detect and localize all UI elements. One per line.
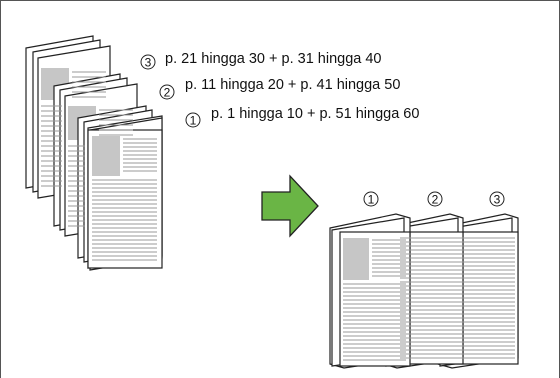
right-arrow-icon: [261, 174, 319, 238]
right-marker-3: 3: [489, 191, 505, 207]
output-text-lines: [343, 237, 515, 361]
label-2-text: p. 11 hingga 20 + p. 41 hingga 50: [185, 77, 400, 93]
marker-3: 3: [145, 56, 152, 70]
label-1-text: p. 1 hingga 10 + p. 51 hingga 60: [211, 106, 419, 122]
output-marker-2: 2: [432, 193, 439, 207]
booklet-1-text-lines: [41, 71, 157, 261]
output-marker-1: 1: [368, 193, 375, 207]
booklet-stack-input: [25, 35, 163, 271]
booklet-outputs: [329, 213, 519, 369]
left-label-2: 2 p. 11 hingga 20 + p. 41 hingga 50: [159, 77, 400, 100]
right-marker-1: 1: [363, 191, 379, 207]
booklet-1-output: [329, 213, 411, 369]
left-label-1: 1 p. 1 hingga 10 + p. 51 hingga 60: [185, 106, 419, 128]
right-marker-2: 2: [427, 191, 443, 207]
left-label-3: 3 p. 21 hingga 30 + p. 31 hingga 40: [140, 51, 381, 70]
marker-1: 1: [190, 114, 197, 128]
label-3-text: p. 21 hingga 30 + p. 31 hingga 40: [165, 51, 381, 67]
marker-2: 2: [164, 86, 171, 100]
output-marker-3: 3: [494, 193, 501, 207]
